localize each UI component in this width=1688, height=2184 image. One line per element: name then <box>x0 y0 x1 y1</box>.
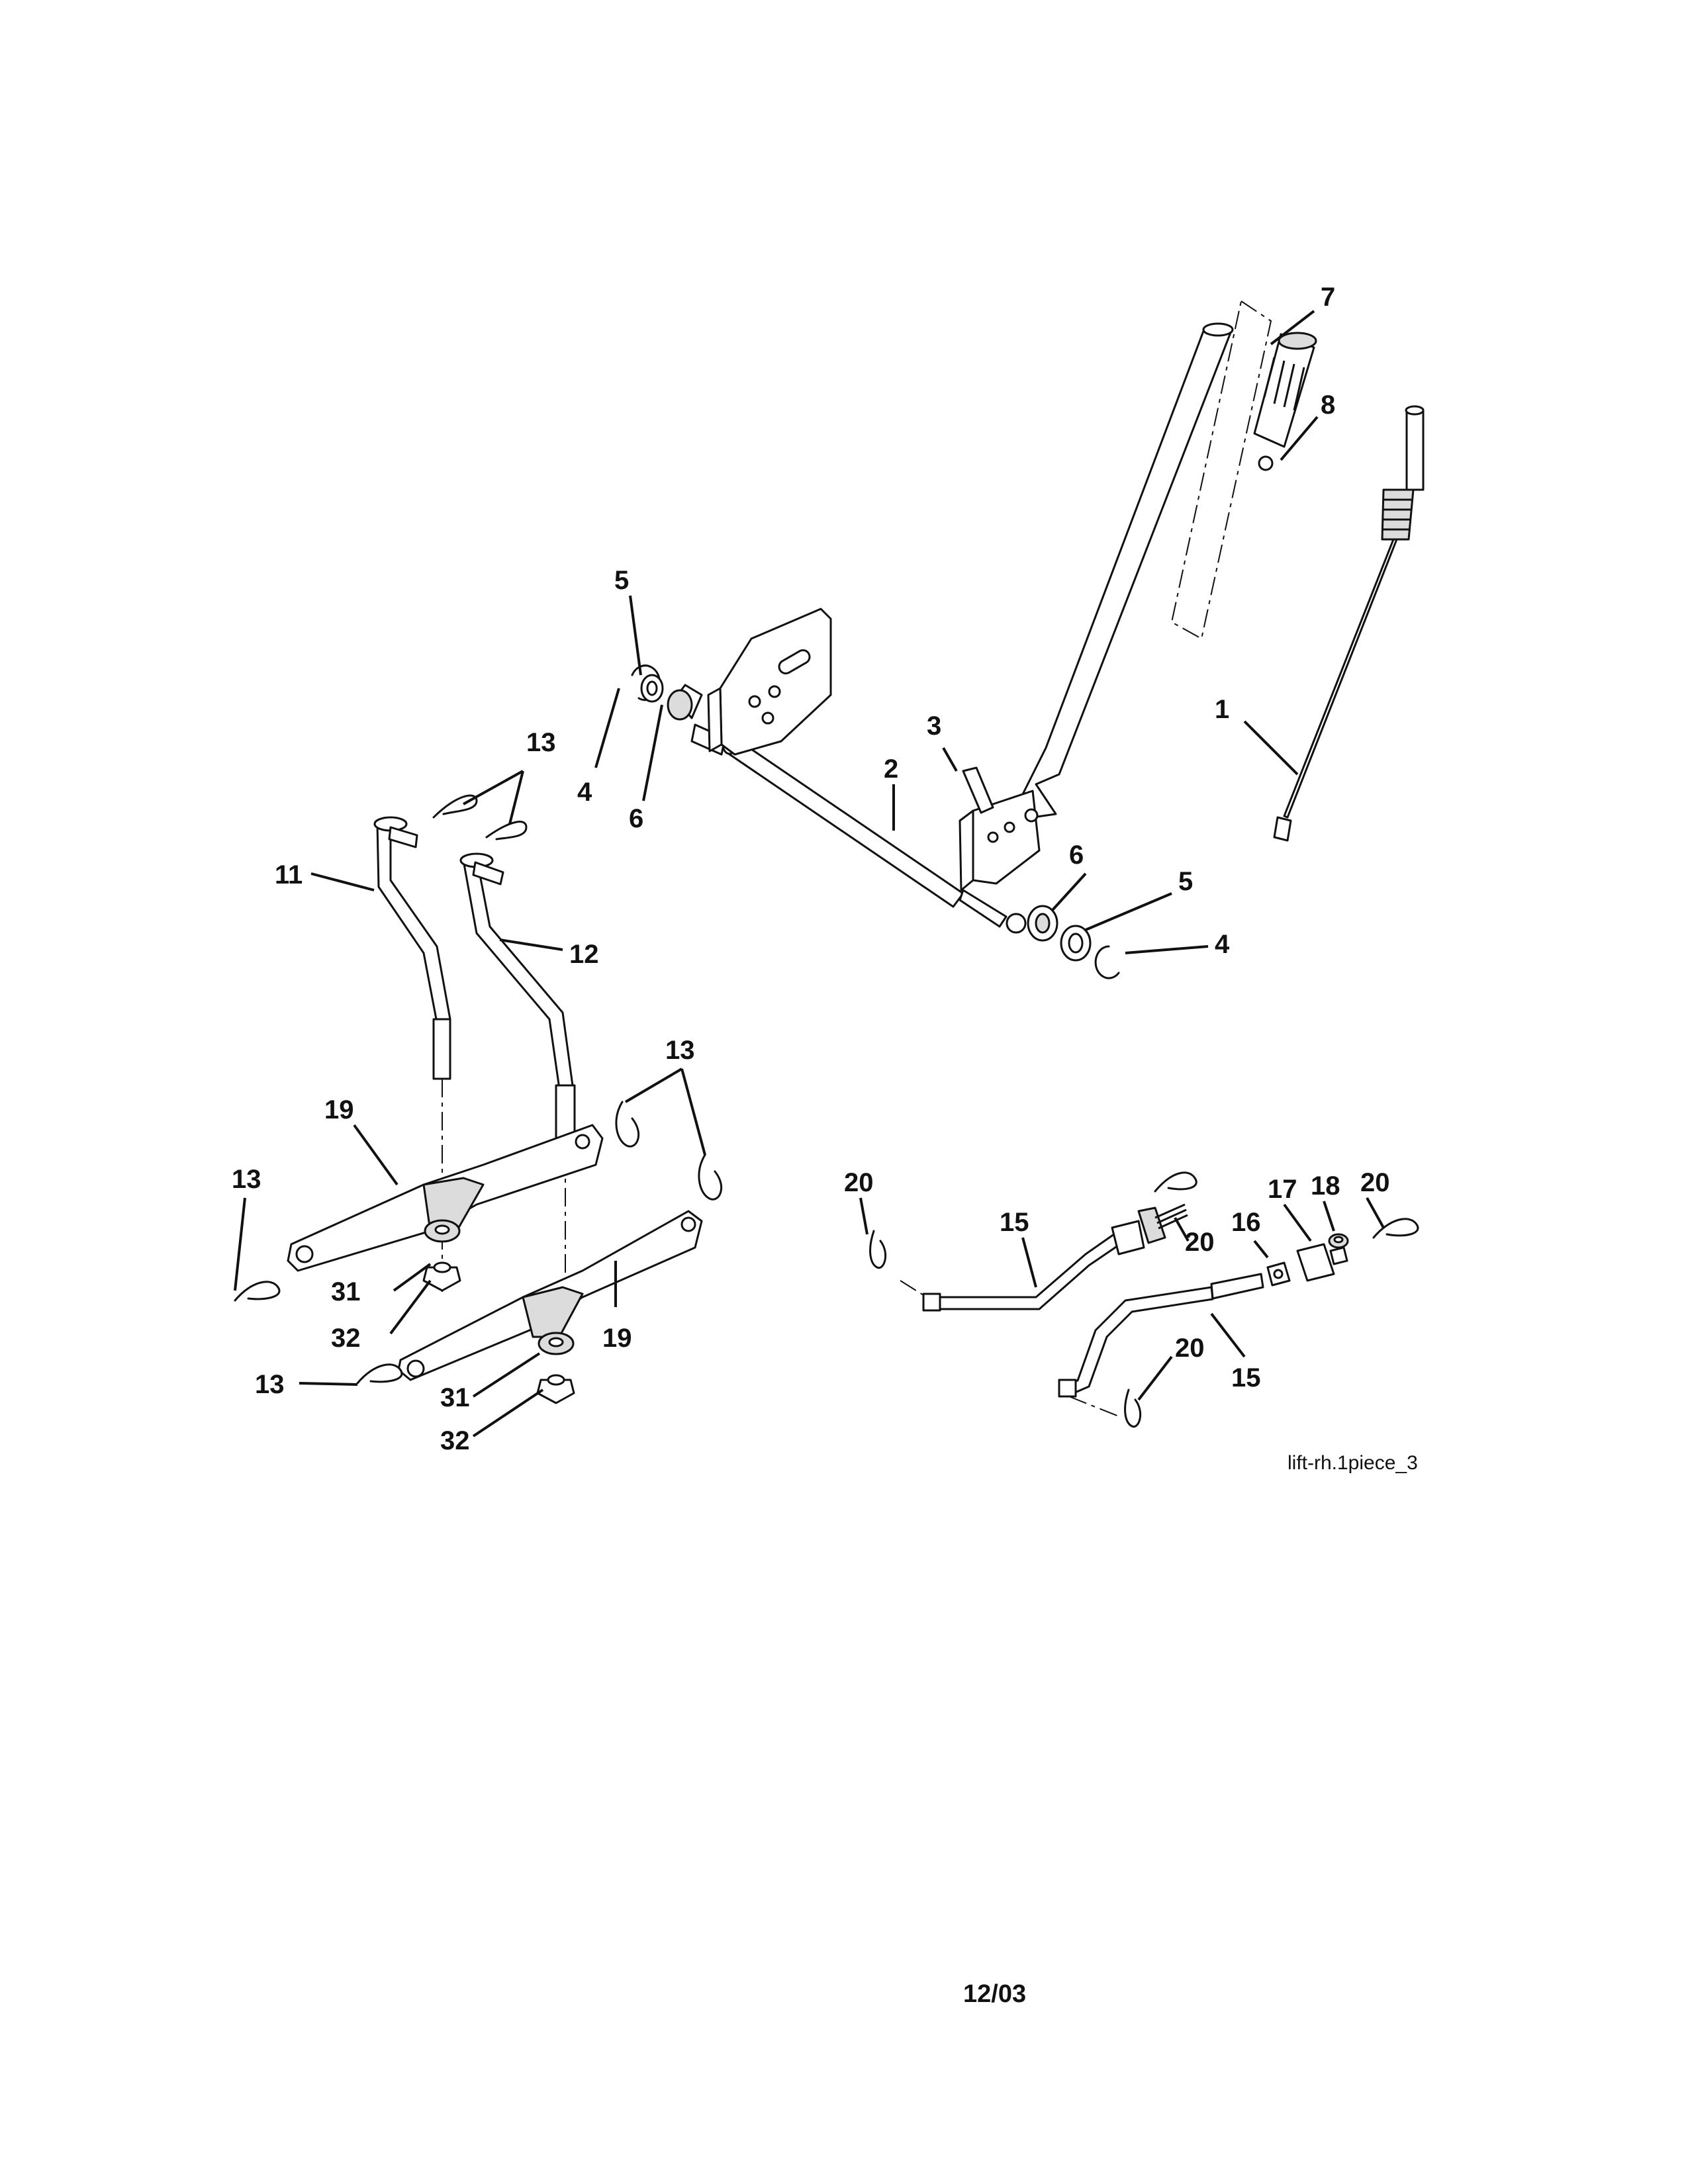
callout-16: 16 <box>1231 1208 1261 1237</box>
callout-5-right: 5 <box>1178 867 1193 896</box>
callout-20-right: 20 <box>1360 1168 1390 1197</box>
callout-13-bottom: 13 <box>255 1370 285 1399</box>
callout-18: 18 <box>1311 1171 1340 1201</box>
callout-12: 12 <box>569 940 599 969</box>
adjuster-hardware <box>1266 1233 1349 1287</box>
washer-nut-left <box>422 1219 461 1292</box>
footer-date: 12/03 <box>963 1980 1026 2008</box>
callout-19-upper: 19 <box>324 1095 354 1124</box>
callout-5-left: 5 <box>614 566 629 595</box>
callout-3: 3 <box>927 711 941 741</box>
callout-2: 2 <box>884 754 898 784</box>
washer-nut-right <box>536 1332 575 1404</box>
callout-1: 1 <box>1215 695 1229 724</box>
hairpin-clips-top <box>432 794 528 841</box>
grip-assembly-envelope <box>1170 300 1272 640</box>
callout-4-right: 4 <box>1215 930 1230 959</box>
callout-20-bottom: 20 <box>1175 1334 1205 1363</box>
left-bushing-set <box>631 664 703 721</box>
callout-20-mid: 20 <box>1185 1228 1215 1257</box>
handle-grip <box>1253 332 1317 448</box>
callout-4-left: 4 <box>577 778 592 807</box>
callout-8: 8 <box>1321 390 1335 420</box>
lift-arm-upper <box>287 1124 604 1272</box>
right-bushing-set <box>1027 905 1120 979</box>
callout-32-left: 32 <box>331 1324 361 1353</box>
adjuster-rod-lower <box>1058 1273 1264 1398</box>
hairpin-clips-arms <box>234 1101 723 1385</box>
lift-arm-lower <box>397 1210 703 1381</box>
lift-link-right <box>459 852 576 1156</box>
callout-32-right: 32 <box>440 1426 470 1455</box>
callout-13-top: 13 <box>526 728 556 757</box>
figure-label: lift-rh.1piece_3 <box>1288 1452 1418 1474</box>
lift-link-left <box>373 816 451 1080</box>
callout-31-left: 31 <box>331 1277 361 1306</box>
callout-6-left: 6 <box>629 804 643 833</box>
callout-15-upper: 15 <box>1000 1208 1029 1237</box>
callout-15-lower: 15 <box>1231 1363 1261 1392</box>
callout-19-lower: 19 <box>602 1324 632 1353</box>
adjuster-rod-upper <box>922 1203 1188 1312</box>
release-cable <box>1273 405 1425 842</box>
callout-20-left: 20 <box>844 1168 874 1197</box>
callout-17: 17 <box>1268 1175 1297 1204</box>
callout-7: 7 <box>1321 283 1335 312</box>
hairpin-clips-adjuster <box>869 1171 1419 1428</box>
callout-31-right: 31 <box>440 1383 470 1412</box>
centerline-rod-upper <box>900 1280 927 1298</box>
callout-6-right: 6 <box>1069 841 1084 870</box>
lift-lever <box>959 322 1234 934</box>
callout-13-arms: 13 <box>665 1036 695 1065</box>
roll-pin <box>962 766 994 814</box>
mounting-plate <box>707 608 832 756</box>
callout-13-left: 13 <box>232 1165 261 1194</box>
centerline-rod-lower <box>1068 1396 1119 1417</box>
callout-11: 11 <box>275 860 303 889</box>
leader-lines <box>234 310 1385 1437</box>
grip-button <box>1258 455 1274 471</box>
